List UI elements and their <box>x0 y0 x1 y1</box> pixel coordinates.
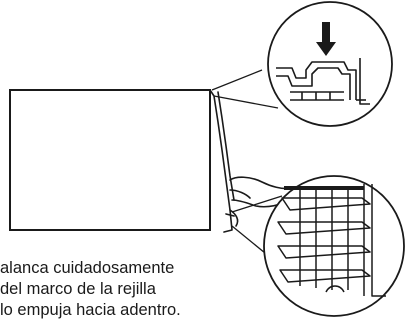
caption-line-1: alanca cuidadosamente <box>0 259 175 277</box>
down-arrow-icon <box>316 22 336 56</box>
grille-panel <box>9 89 211 231</box>
caption-text: alanca cuidadosamente del marco de la re… <box>0 258 250 321</box>
caption-line-2: del marco de la rejilla <box>0 280 156 298</box>
leader-lines-top <box>211 69 279 109</box>
caption-line-3: lo empuja hacia adentro. <box>0 301 181 319</box>
grille-louvers-detail-icon <box>263 175 405 317</box>
grille-latch-detail-icon <box>267 1 393 127</box>
